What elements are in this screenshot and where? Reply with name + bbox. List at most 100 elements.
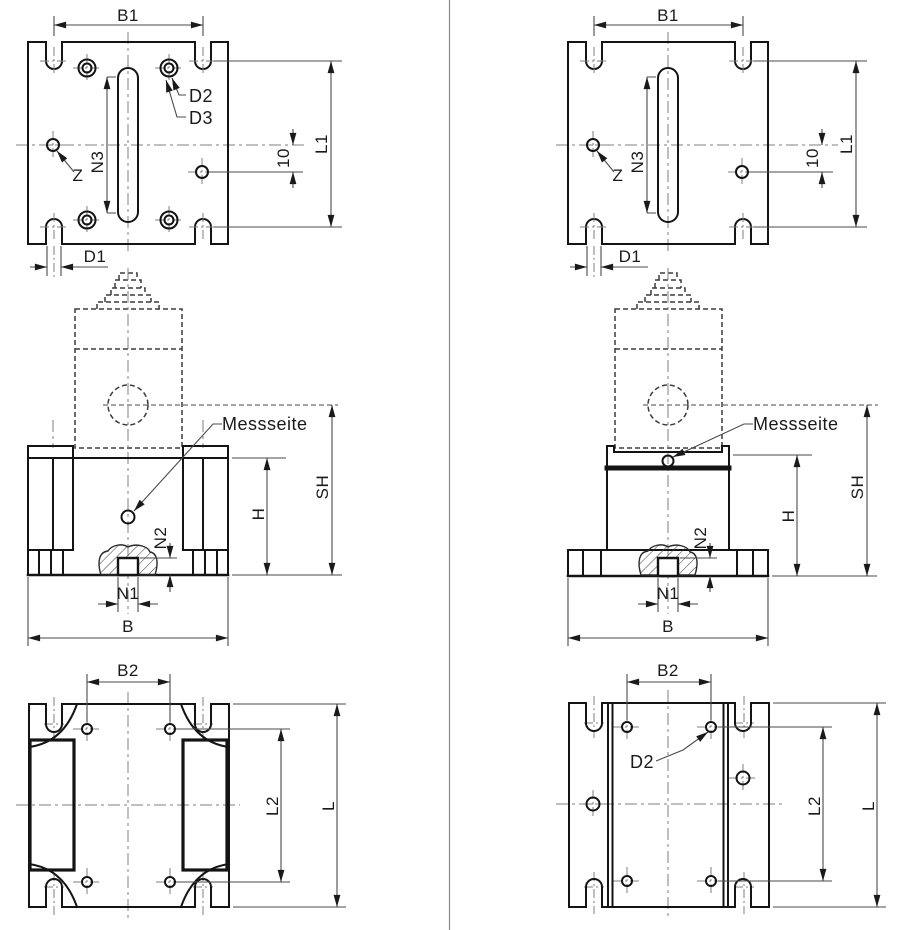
messseite-circle [661,454,675,468]
z-hole [46,138,60,152]
label-b1: B1 [117,6,139,25]
corner-hole [164,876,176,888]
dimension-10 [749,129,833,188]
label-messseite: Messseite [753,414,839,434]
label-b2: B2 [657,661,679,680]
side-hole [735,165,749,179]
label-n1: N1 [657,584,680,603]
side-hole [585,796,601,812]
dimension-n1 [638,578,698,612]
dimension-l1 [754,60,867,228]
label-n3: N3 [628,151,647,174]
label-d1: D1 [619,247,642,266]
right-pocket [181,738,229,872]
corner-relief-arcs [27,702,231,909]
plate-outline [567,41,769,245]
label-d2: D2 [630,752,654,772]
plate-outline [27,41,229,245]
dimension-h [232,457,286,575]
center-slot [657,67,679,223]
top-view-left: B1 N3 10 L1 D2 D3 [16,6,342,280]
label-h: H [249,508,268,521]
d2-hole [705,875,717,887]
label-z: Z [73,166,84,185]
dimension-b [567,578,769,646]
groove-notch [656,556,680,578]
dimension-b1 [53,16,204,36]
dimension-l [233,703,346,908]
dimension-b1 [593,16,744,36]
dimension-n2 [140,543,177,592]
front-view-left: Messseite H SH N2 [26,267,342,646]
label-d2: D2 [189,86,213,106]
dimension-b2 [626,674,712,720]
bottom-view-right: D2 B2 L2 L [556,661,886,920]
bottom-view-left: B2 L2 L [16,661,346,920]
dimension-b2 [86,674,171,722]
dimension-h [733,454,812,576]
d2-hole [705,721,717,733]
z-hole [586,138,600,152]
slot-centermarks [44,697,213,915]
dimension-sh [232,405,342,576]
label-d3: D3 [189,108,213,128]
dimension-d1 [570,246,648,280]
top-view-right: B1 N3 10 L1 Z [556,6,867,280]
center-slot [117,67,139,223]
corner-hole [164,723,176,735]
messseite-leader-arrow [133,423,222,512]
dimension-l2 [718,726,832,882]
dimension-10 [209,129,303,188]
right-column: B1 N3 10 L1 Z [556,6,886,920]
z-leader-arrow [56,150,75,173]
left-pocket [28,738,76,872]
front-view-right: Messseite H SH N2 [566,267,879,646]
d2-hole [621,875,633,887]
label-n2: N2 [151,527,170,550]
label-z: Z [613,166,624,185]
left-column: B1 N3 10 L1 D2 D3 [16,6,346,920]
label-n1: N1 [117,584,140,603]
dimension-sh [772,405,877,577]
broken-out-section [98,544,158,577]
label-l: L [859,801,878,811]
label-10: 10 [803,148,822,168]
side-hole [735,770,751,786]
dimension-d1 [30,246,108,280]
center-deck-band-lines [607,702,729,908]
messseite-circle [120,509,136,525]
d2-hole [621,721,633,733]
label-b: B [662,617,674,636]
label-b2: B2 [117,661,139,680]
label-l1: L1 [312,134,331,154]
dimension-b [27,577,229,646]
dimension-l1 [214,60,342,228]
messseite-leader-arrow [672,423,753,458]
label-b1: B1 [657,6,679,25]
label-n3: N3 [88,151,107,174]
side-hole [195,165,209,179]
corner-hole [81,876,93,888]
label-l: L [319,801,338,811]
label-l2: L2 [805,796,824,816]
d2-leader-arrow [171,77,186,96]
dimension-l [773,702,886,908]
dimension-n3 [643,76,656,214]
plate-outline [28,703,230,908]
label-l2: L2 [263,796,282,816]
label-n2: N2 [691,527,710,550]
label-sh: SH [848,475,867,500]
d2-leader-arrow [655,731,709,762]
label-l1: L1 [837,134,856,154]
dimension-n2 [680,543,717,592]
dimension-n3 [103,76,116,214]
label-10: 10 [274,148,293,168]
label-h: H [779,510,798,523]
z-leader-arrow [596,150,615,173]
label-d1: D1 [84,247,107,266]
broken-out-section [638,544,698,578]
label-messseite: Messseite [222,414,308,434]
slot-centermarks [578,696,758,914]
